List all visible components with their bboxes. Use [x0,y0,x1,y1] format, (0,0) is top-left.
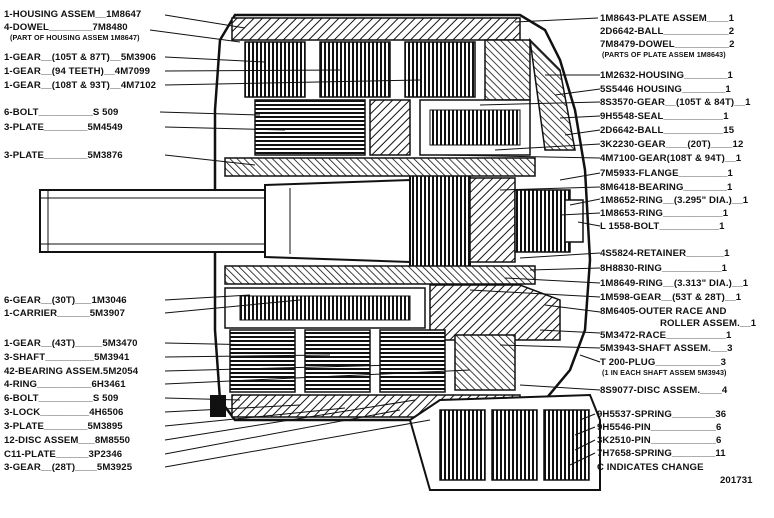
callout-dowel: 4-DOWEL________7M8480 [4,22,128,33]
callout-gear-3k2230: 3K2230-GEAR____(20T)____12 [600,139,744,150]
callout-pin-3k2510: 3K2510-PIN____________6 [597,435,722,446]
callout-dowel-7m8479: 7M8479-DOWEL__________2 [600,39,735,50]
callout-ring-8h8830: 8H8830-RING___________1 [600,263,728,274]
callout-plug-t200: T 200-PLUG____________3 [600,357,727,368]
lower-disc-packs [210,329,516,417]
callout-bearing-assem: 42-BEARING ASSEM.5M2054 [4,366,139,377]
main-shaft [39,169,584,271]
callout-ball-2d6642-top: 2D6642-BALL____________2 [600,26,735,37]
callout-ring-1m8653: 1M8653-RING___________1 [600,208,729,219]
callout-gear-4m7102: 1-GEAR__(108T & 93T)__4M7102 [4,80,157,91]
callout-bolt-s509-lower: 6-BOLT__________S 509 [4,393,119,404]
callout-retainer-4s5824: 4S5824-RETAINER_______1 [600,248,730,259]
callout-gear-5m3925: 3-GEAR__(28T)____5M3925 [4,462,133,473]
callout-shaft-assem-5m3943: 5M3943-SHAFT ASSEM.___3 [600,343,733,354]
callout-ring-1m8649: 1M8649-RING__(3.313" DIA.)__1 [600,278,749,289]
callout-spring-7h7658: 7H7658-SPRING________11 [597,448,726,459]
callout-housing-assem: 1-HOUSING ASSEM__1M8647 [4,9,142,20]
callout-gear-5m3470: 1-GEAR__(43T)_____5M3470 [4,338,138,349]
callout-plate-assem-note: (PARTS OF PLATE ASSEM 1M8643) [602,50,726,59]
callout-pin-9h5546: 9H5546-PIN____________6 [597,422,722,433]
callout-gear-8s3570: 8S3570-GEAR__(105T & 84T)__1 [600,97,751,108]
callout-bolt-s509-upper: 6-BOLT__________S 509 [4,107,119,118]
callout-lock-4h6506: 3-LOCK_________4H6506 [4,407,124,418]
callout-dowel-note: (PART OF HOUSING ASSEM 1M8647) [10,33,140,42]
callout-shaft-5m3941: 3-SHAFT_________5M3941 [4,352,130,363]
callout-ring-1m8652: 1M8652-RING__(3.295" DIA.)__1 [600,195,749,206]
callout-flange-7m5933: 7M5933-FLANGE_________1 [600,168,733,179]
change-legend: C INDICATES CHANGE [597,462,704,473]
spring-pin-detail-inset [408,393,601,491]
callout-gear-1m3046: 6-GEAR__(30T)___1M3046 [4,295,127,306]
callout-plate-5m4549: 3-PLATE________5M4549 [4,122,123,133]
callout-plate-3p2346: C11-PLATE______3P2346 [4,449,123,460]
callout-gear-5m3906: 1-GEAR__(105T & 87T)__5M3906 [4,52,157,63]
figure-number: 201731 [720,475,753,486]
callout-gear-4m7100: 4M7100-GEAR(108T & 94T)__1 [600,153,742,164]
callout-bolt-l1558: L 1558-BOLT___________1 [600,221,725,232]
callout-roller-assem: ROLLER ASSEM.__1 [660,318,757,329]
callout-plate-5m3895: 3-PLATE________5M3895 [4,421,123,432]
callout-bearing-8m6418: 8M6418-BEARING________1 [600,182,733,193]
callout-ball-2d6642: 2D6642-BALL___________15 [600,125,735,136]
callout-carrier: 1-CARRIER______5M3907 [4,308,126,319]
left-leader-lines [149,14,471,468]
callout-housing-1m2632: 1M2632-HOUSING________1 [600,70,733,81]
right-leader-lines [439,17,601,466]
upper-gear-sets [244,37,576,156]
callout-ring-6h3461: 4-RING__________6H3461 [4,379,126,390]
callout-gear-1m598: 1M598-GEAR__(53T & 28T)__1 [600,292,742,303]
callout-disc-assem-8m8550: 12-DISC ASSEM___8M8550 [4,435,131,446]
callout-plate-5m3876: 3-PLATE________5M3876 [4,150,123,161]
callout-housing-5s5446: 5S5446 HOUSING________1 [600,84,731,95]
callout-race-5m3472: 5M3472-RACE___________1 [600,330,732,341]
callout-disc-assem-8s9077: 8S9077-DISC ASSEM.____4 [600,385,728,396]
callout-spring-9h5537: 9H5537-SPRING________36 [597,409,727,420]
callout-outer-race-8m6405: 8M6405-OUTER RACE AND [600,306,727,317]
planetary-carrier [224,157,561,341]
callout-plate-assem-1m8643: 1M8643-PLATE ASSEM____1 [600,13,735,24]
callout-seal-9h5548: 9H5548-SEAL___________1 [600,111,729,122]
callout-gear-4m7099: 1-GEAR__(94 TEETH)__4M7099 [4,66,151,77]
callout-plug-note: (1 IN EACH SHAFT ASSEM 5M3943) [602,368,727,377]
